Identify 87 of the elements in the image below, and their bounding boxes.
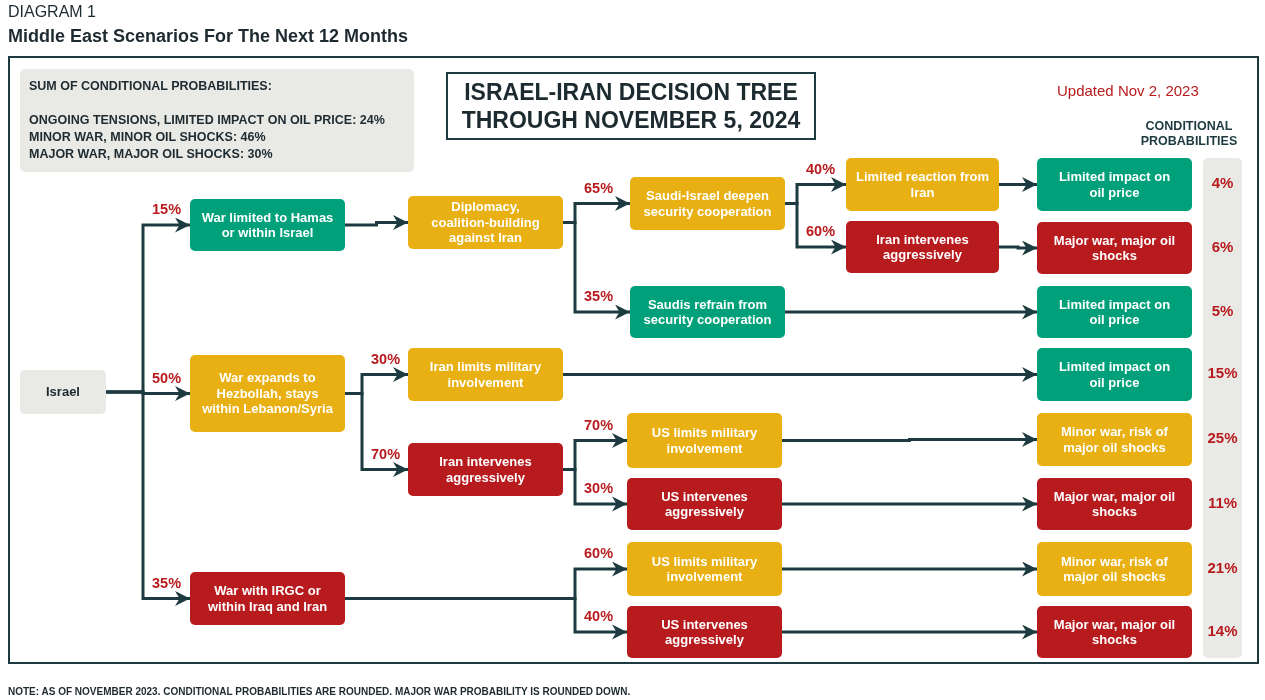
arrow bbox=[345, 597, 627, 640]
arrow bbox=[782, 624, 1037, 640]
node-text: War with IRGC or within Iraq and Iran bbox=[206, 583, 329, 614]
arrow bbox=[782, 561, 1037, 577]
node-text: Saudis refrain from security cooperation bbox=[642, 296, 773, 328]
outcome-box bbox=[1037, 606, 1192, 658]
diagram-number: DIAGRAM 1 bbox=[8, 3, 96, 21]
scenario-box bbox=[408, 196, 563, 249]
node-text: US limits military involvement bbox=[650, 553, 759, 585]
node-text: War expands to Hezbollah, stays within Lebanon/Syria bbox=[201, 370, 334, 417]
arrow bbox=[782, 496, 1037, 512]
probability-column bbox=[1203, 158, 1242, 658]
scenario-box bbox=[630, 286, 785, 338]
edge-label: 30% bbox=[583, 480, 615, 496]
diagram-title: Middle East Scenarios For The Next 12 Months bbox=[8, 26, 409, 47]
update-date: Updated Nov 2, 2023 bbox=[1057, 82, 1199, 99]
probability-value: 25% bbox=[1206, 430, 1239, 446]
scenario-box bbox=[408, 443, 563, 496]
node-text: Limited impact on oil price bbox=[1057, 296, 1172, 328]
footnote: NOTE: AS OF NOVEMBER 2023. CONDITIONAL PROBABILITIES ARE ROUNDED. MAJOR WAR PROBABILITY IS ROUNDED DOWN. bbox=[8, 686, 631, 697]
node-text: Minor war, risk of major oil shocks bbox=[1060, 424, 1169, 455]
node-text: Saudi-Israel deepen security cooperation bbox=[642, 188, 773, 219]
node-text: Diplomacy, coalition-building against Iran bbox=[430, 199, 541, 246]
scenario-box bbox=[627, 542, 782, 596]
probability-value: 5% bbox=[1210, 303, 1235, 319]
scenario-box bbox=[190, 355, 345, 432]
arrow bbox=[106, 390, 190, 606]
arrow bbox=[563, 221, 630, 320]
arrow bbox=[345, 215, 408, 230]
scenario-box bbox=[408, 348, 563, 401]
summary-line: MINOR WAR, MINOR OIL SHOCKS: 46% bbox=[29, 129, 266, 146]
node-text: War limited to Hamas or within Israel bbox=[200, 209, 335, 241]
edge-label: 60% bbox=[583, 545, 615, 561]
node-text: Major war, major oil shocks bbox=[1053, 232, 1176, 264]
probability-value: 15% bbox=[1206, 365, 1239, 381]
outcome-box bbox=[1037, 348, 1192, 401]
outcome-box bbox=[1037, 542, 1192, 596]
arrow bbox=[563, 468, 627, 512]
probability-value: 11% bbox=[1206, 495, 1239, 511]
node-text: Minor war, risk of major oil shocks bbox=[1060, 553, 1169, 585]
outcome-box bbox=[1037, 286, 1192, 338]
summary-line: ONGOING TENSIONS, LIMITED IMPACT ON OIL PRICE: 24% bbox=[29, 112, 385, 129]
node-text: Major war, major oil shocks bbox=[1053, 488, 1176, 520]
arrow bbox=[785, 202, 846, 255]
tree-title: ISRAEL-IRAN DECISION TREE THROUGH NOVEMBER 5, 2024 bbox=[460, 78, 802, 134]
node-text: US intervenes aggressively bbox=[660, 488, 749, 520]
scenario-box bbox=[627, 478, 782, 530]
edge-label: 35% bbox=[583, 288, 615, 304]
node-text: Israel bbox=[46, 384, 80, 400]
node-text: Limited impact on oil price bbox=[1057, 359, 1172, 390]
summary-panel bbox=[20, 69, 414, 172]
node-text: US limits military involvement bbox=[650, 425, 759, 456]
column-heading: CONDITIONAL PROBABILITIES bbox=[1139, 119, 1239, 149]
probability-value: 6% bbox=[1210, 239, 1235, 255]
scenario-box bbox=[190, 199, 345, 251]
scenario-box bbox=[627, 606, 782, 658]
node-text: Limited impact on oil price bbox=[1057, 169, 1172, 200]
scenario-box bbox=[190, 572, 345, 625]
probability-value: 4% bbox=[1210, 175, 1235, 191]
outcome-box bbox=[1037, 413, 1192, 466]
title-box bbox=[446, 72, 816, 140]
node-text: Iran limits military involvement bbox=[428, 359, 543, 390]
start-box bbox=[20, 370, 106, 414]
node-text: Major war, major oil shocks bbox=[1053, 616, 1176, 648]
arrow bbox=[782, 432, 1037, 447]
arrow bbox=[563, 367, 1037, 382]
node-text: Limited reaction from Iran bbox=[855, 169, 990, 200]
scenario-box bbox=[630, 177, 785, 230]
edge-label: 60% bbox=[805, 223, 837, 239]
arrow bbox=[999, 240, 1037, 256]
node-text: US intervenes aggressively bbox=[660, 616, 749, 648]
edge-label: 40% bbox=[583, 608, 615, 624]
summary-heading: SUM OF CONDITIONAL PROBABILITIES: bbox=[29, 78, 272, 95]
outcome-box bbox=[1037, 222, 1192, 274]
scenario-box bbox=[846, 221, 999, 273]
node-text: Iran intervenes aggressively bbox=[438, 454, 533, 485]
summary-line: MAJOR WAR, MAJOR OIL SHOCKS: 30% bbox=[29, 146, 273, 163]
outcome-box bbox=[1037, 478, 1192, 530]
probability-value: 21% bbox=[1206, 560, 1239, 576]
arrow bbox=[999, 177, 1037, 192]
scenario-box bbox=[846, 158, 999, 211]
scenario-box bbox=[627, 413, 782, 468]
arrow bbox=[785, 304, 1037, 320]
probability-value: 14% bbox=[1206, 623, 1239, 639]
node-text: Iran intervenes aggressively bbox=[875, 231, 970, 263]
edge-label: 15% bbox=[151, 201, 183, 217]
outcome-box bbox=[1037, 158, 1192, 211]
